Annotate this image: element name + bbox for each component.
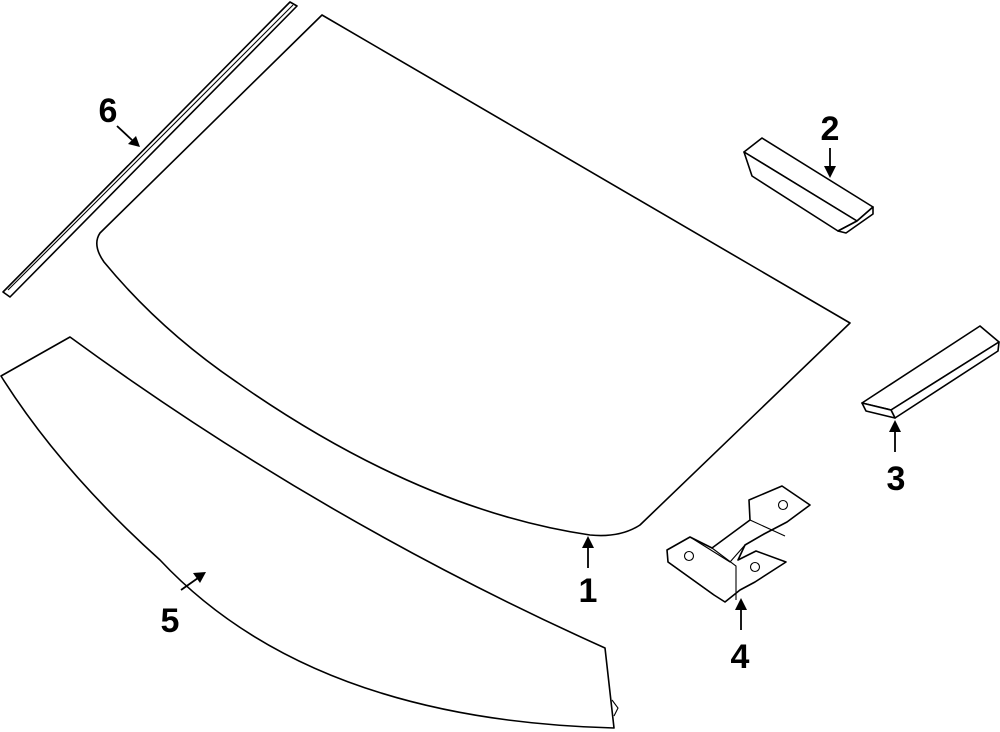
part-3-block (861, 325, 1000, 419)
part-4-bracket (666, 485, 811, 603)
callout-1: 1 (579, 572, 598, 610)
part-1-back-glass (96, 14, 851, 537)
part-2-block (743, 137, 874, 234)
callout-3: 3 (887, 460, 906, 498)
part-6-molding-strip (2, 1, 298, 298)
callout-2: 2 (821, 110, 840, 148)
leader-3 (889, 420, 901, 452)
leader-2 (824, 148, 836, 178)
part-5-lower-panel (0, 336, 619, 729)
callout-6: 6 (99, 92, 118, 130)
leader-1 (582, 536, 594, 568)
leader-4 (735, 598, 747, 630)
leader-6 (116, 125, 140, 147)
callout-5: 5 (161, 602, 180, 640)
callout-4: 4 (731, 638, 750, 676)
leader-5 (180, 572, 206, 591)
